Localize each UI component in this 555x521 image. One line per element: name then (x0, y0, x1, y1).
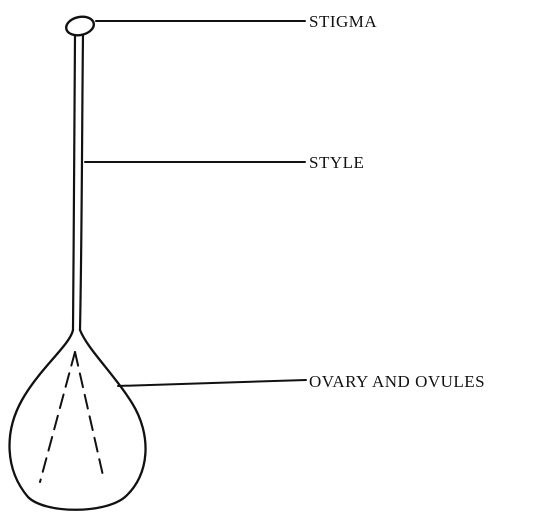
style-right-edge (80, 35, 83, 330)
stigma-shape (64, 14, 95, 37)
ovule-dashed-line-right (75, 352, 104, 480)
ovule-dashed-line-left (40, 352, 75, 482)
style-left-edge (73, 35, 75, 330)
style-label: STYLE (309, 154, 364, 171)
ovary-leader-line (118, 380, 306, 386)
ovary-outline (10, 330, 146, 510)
ovary-and-ovules-label: OVARY AND OVULES (309, 373, 485, 390)
stigma-label: STIGMA (309, 13, 377, 30)
